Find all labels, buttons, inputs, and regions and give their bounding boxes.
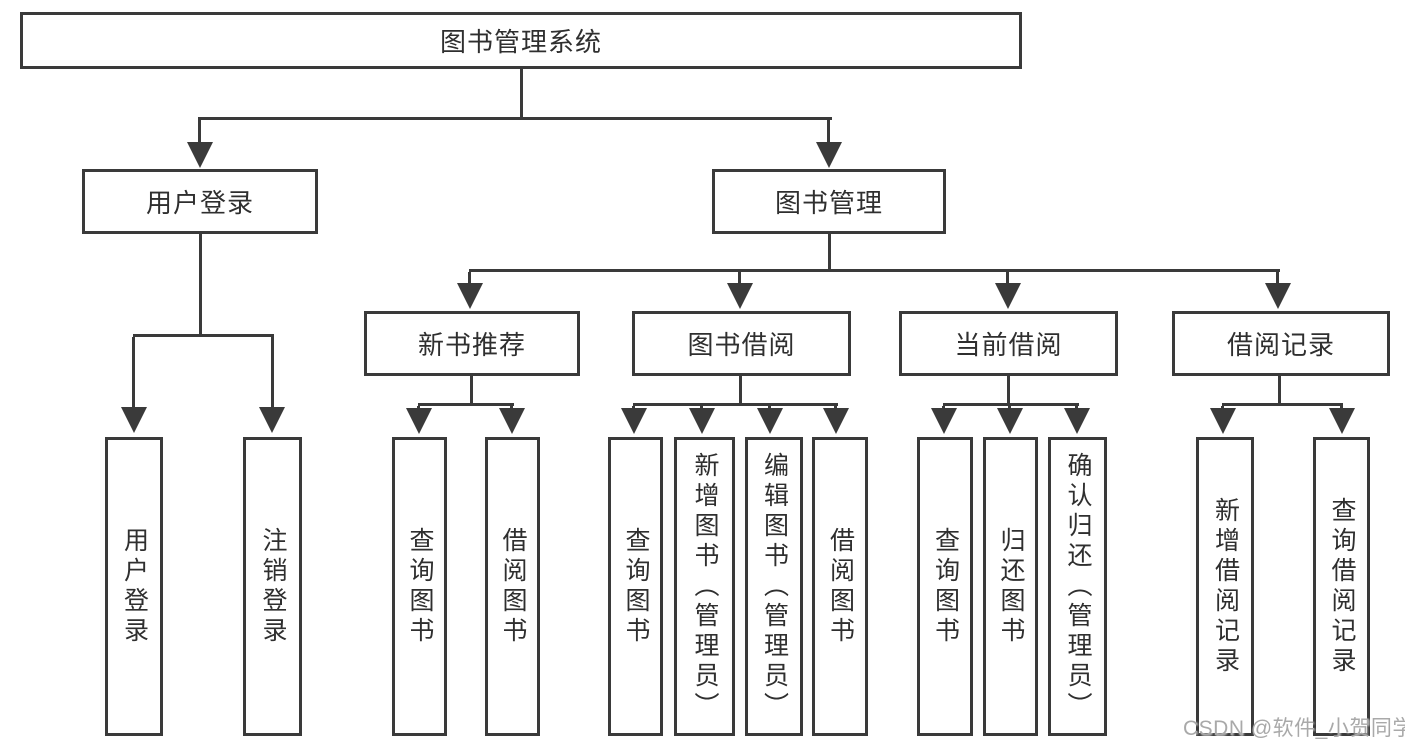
connector-line — [271, 337, 274, 408]
arrow-down-icon — [499, 408, 525, 434]
arrow-down-icon — [406, 408, 432, 434]
leaf-borrow-books: 借阅图书 — [812, 437, 868, 736]
connector-line — [828, 234, 831, 271]
leaf-borrow-books-recommend-label: 借阅图书 — [499, 526, 527, 647]
node-root-label: 图书管理系统 — [439, 27, 602, 57]
connector-line — [468, 272, 471, 284]
leaf-return-books: 归还图书 — [983, 437, 1038, 736]
leaf-query-books-current: 查询图书 — [917, 437, 973, 736]
connector-line — [520, 69, 523, 119]
arrow-down-icon — [757, 408, 783, 434]
arrow-down-icon — [816, 142, 842, 168]
leaf-add-book-admin-label: 新增图书（管理员） — [691, 451, 719, 722]
arrow-down-icon — [457, 283, 483, 309]
node-new-book-recommend: 新书推荐 — [364, 311, 580, 376]
connector-line — [198, 117, 832, 120]
connector-line — [738, 272, 741, 284]
leaf-query-borrow-record: 查询借阅记录 — [1313, 437, 1370, 736]
arrow-down-icon — [1210, 408, 1236, 434]
leaf-user-login: 用户登录 — [105, 437, 163, 736]
leaf-query-books-recommend: 查询图书 — [392, 437, 447, 736]
node-book-management: 图书管理 — [712, 169, 946, 234]
arrow-down-icon — [121, 407, 147, 433]
connector-line — [470, 376, 473, 406]
leaf-confirm-return-admin: 确认归还（管理员） — [1048, 437, 1107, 736]
connector-line — [1276, 272, 1279, 284]
connector-line — [739, 376, 742, 406]
arrow-down-icon — [931, 408, 957, 434]
leaf-query-books-recommend-label: 查询图书 — [406, 526, 434, 647]
leaf-add-borrow-record-label: 新增借阅记录 — [1211, 496, 1240, 677]
arrow-down-icon — [823, 408, 849, 434]
arrow-down-icon — [259, 407, 285, 433]
leaf-query-books-current-label: 查询图书 — [931, 526, 960, 647]
leaf-user-login-label: 用户登录 — [120, 526, 149, 647]
arrow-down-icon — [1329, 408, 1355, 434]
leaf-logout-label: 注销登录 — [259, 526, 287, 647]
node-current-borrow-label: 当前借阅 — [954, 330, 1063, 360]
connector-line — [133, 334, 274, 337]
node-book-borrow-label: 图书借阅 — [687, 330, 796, 360]
arrow-down-icon — [621, 408, 647, 434]
leaf-edit-book-admin-label: 编辑图书（管理员） — [760, 451, 789, 722]
node-new-book-recommend-label: 新书推荐 — [417, 330, 526, 360]
connector-line — [1006, 272, 1009, 284]
connector-line — [827, 119, 830, 145]
connector-line — [418, 403, 514, 406]
arrow-down-icon — [727, 283, 753, 309]
arrow-down-icon — [995, 283, 1021, 309]
connector-line — [469, 269, 1280, 272]
leaf-borrow-books-label: 借阅图书 — [826, 526, 855, 647]
arrow-down-icon — [1064, 408, 1090, 434]
leaf-add-book-admin: 新增图书（管理员） — [674, 437, 735, 736]
leaf-return-books-label: 归还图书 — [997, 526, 1025, 647]
connector-line — [199, 234, 202, 336]
connector-line — [1007, 376, 1010, 406]
arrow-down-icon — [689, 408, 715, 434]
node-borrow-records: 借阅记录 — [1172, 311, 1390, 376]
leaf-query-books-borrow: 查询图书 — [608, 437, 663, 736]
arrow-down-icon — [187, 142, 213, 168]
leaf-confirm-return-admin-label: 确认归还（管理员） — [1064, 451, 1092, 722]
arrow-down-icon — [997, 408, 1023, 434]
csdn-watermark: CSDN @软件_小贺同学 — [1183, 717, 1405, 740]
node-current-borrow: 当前借阅 — [899, 311, 1118, 376]
leaf-borrow-books-recommend: 借阅图书 — [485, 437, 540, 736]
leaf-add-borrow-record: 新增借阅记录 — [1196, 437, 1254, 736]
connector-line — [132, 337, 135, 408]
connector-line — [943, 403, 1079, 406]
node-book-borrow: 图书借阅 — [632, 311, 851, 376]
connector-line — [198, 119, 201, 145]
node-borrow-records-label: 借阅记录 — [1226, 330, 1335, 360]
node-user-login: 用户登录 — [82, 169, 318, 234]
leaf-query-books-borrow-label: 查询图书 — [622, 526, 650, 647]
connector-line — [1278, 376, 1281, 406]
node-user-login-label: 用户登录 — [145, 188, 254, 218]
leaf-query-borrow-record-label: 查询借阅记录 — [1328, 496, 1356, 677]
connector-line — [633, 403, 838, 406]
arrow-down-icon — [1265, 283, 1291, 309]
connector-line — [1222, 403, 1343, 406]
node-book-management-label: 图书管理 — [774, 188, 883, 218]
leaf-edit-book-admin: 编辑图书（管理员） — [745, 437, 803, 736]
node-root: 图书管理系统 — [20, 12, 1022, 69]
leaf-logout: 注销登录 — [243, 437, 302, 736]
